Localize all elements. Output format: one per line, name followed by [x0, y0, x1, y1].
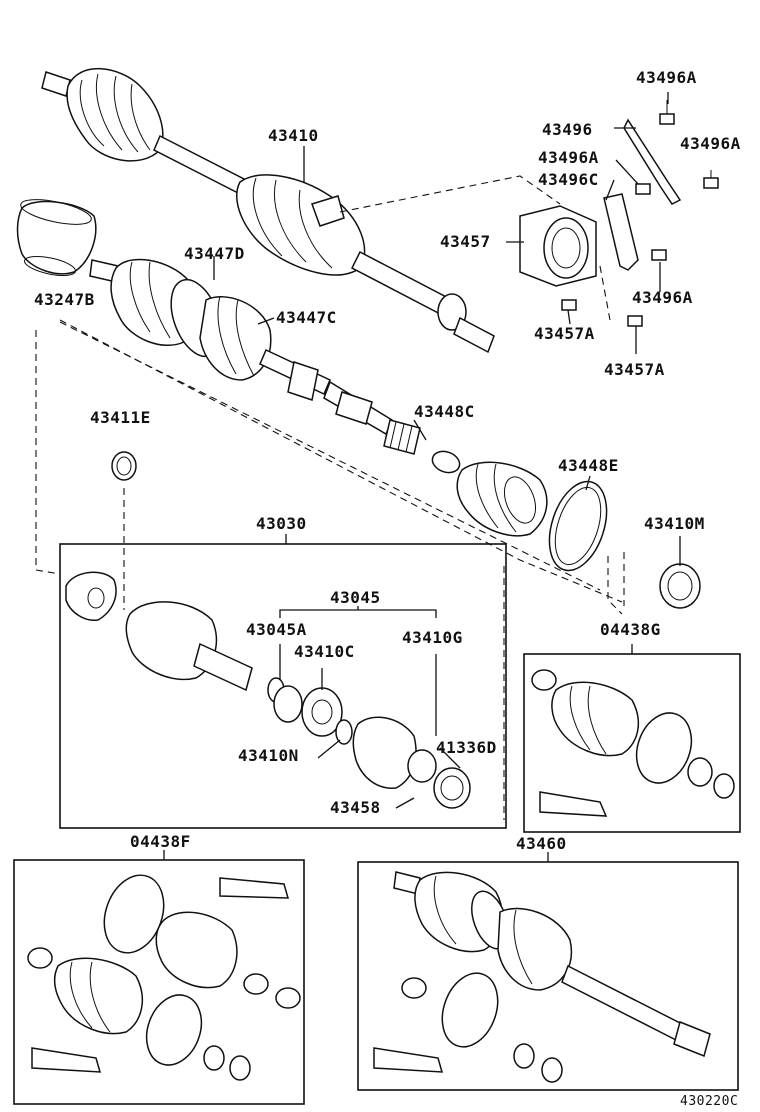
callout-43496a-top: 43496A	[636, 68, 697, 87]
callout-43496a-right: 43496A	[680, 134, 741, 153]
callout-43496a-lower: 43496A	[632, 288, 693, 307]
callout-43410g: 43410G	[402, 628, 463, 647]
callout-43030: 43030	[256, 514, 307, 533]
frame-43030	[59, 543, 507, 829]
frame-04438f	[13, 859, 305, 1105]
inner-joint-illustration	[65, 571, 471, 809]
callout-43447c: 43447C	[276, 308, 337, 327]
boot-kit-04438g-illustration	[531, 669, 735, 817]
callout-43045a: 43045A	[246, 620, 307, 639]
dust-boot-43247b-illustration	[16, 199, 97, 277]
boot-kit-04438f-illustration	[27, 874, 301, 1081]
callout-43496c: 43496C	[538, 170, 599, 189]
upper-drive-shaft-illustration	[41, 68, 495, 354]
callout-04438g: 04438G	[600, 620, 661, 639]
callout-43460: 43460	[516, 834, 567, 853]
dashed-reference-lines	[35, 175, 625, 820]
callout-41336d: 41336D	[436, 738, 497, 757]
callout-43411e: 43411E	[90, 408, 151, 427]
callout-43458: 43458	[330, 798, 381, 817]
callout-04438f: 04438F	[130, 832, 191, 851]
bearing-bracket-illustration	[519, 100, 719, 327]
callout-43448c: 43448C	[414, 402, 475, 421]
callout-43496: 43496	[542, 120, 593, 139]
callout-43448e: 43448E	[558, 456, 619, 475]
callout-43457: 43457	[440, 232, 491, 251]
callout-43457a-left: 43457A	[534, 324, 595, 343]
callout-43247b: 43247B	[34, 290, 95, 309]
callout-43410c: 43410C	[294, 642, 355, 661]
callout-43410n: 43410N	[238, 746, 299, 765]
callout-leader-lines	[213, 92, 681, 566]
callout-43410m: 43410M	[644, 514, 705, 533]
middle-exploded-shaft-illustration	[89, 258, 701, 609]
callout-43496a-mid: 43496A	[538, 148, 599, 167]
drawing-code: 430220C	[680, 1094, 739, 1109]
callout-43045: 43045	[330, 588, 381, 607]
callout-43410: 43410	[268, 126, 319, 145]
outer-joint-kit-43460-illustration	[373, 871, 711, 1083]
callout-43457a-right: 43457A	[604, 360, 665, 379]
callout-43447d: 43447D	[184, 244, 245, 263]
